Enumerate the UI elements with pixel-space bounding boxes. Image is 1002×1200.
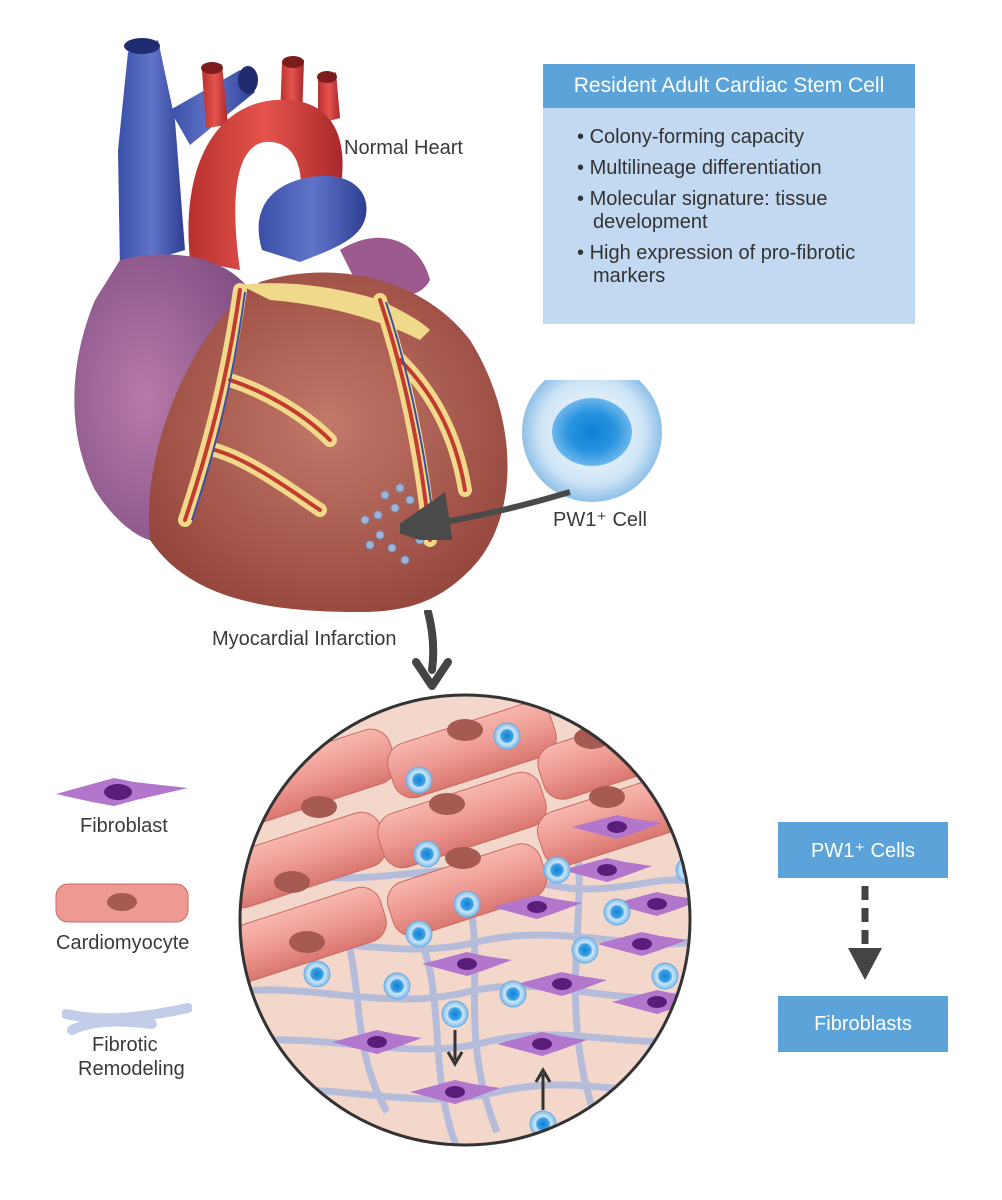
- fibroblast-legend-label: Fibroblast: [80, 815, 168, 837]
- list-item: Molecular signature: tissue development: [577, 188, 897, 234]
- down-arrow-icon: [412, 610, 452, 690]
- heart-illustration: [74, 38, 508, 612]
- pw1-cell-graphic: [400, 380, 662, 540]
- normal-heart-label: Normal Heart: [344, 137, 463, 159]
- fibrotic-remodeling-legend-icon: [62, 1003, 192, 1035]
- fibrotic-remodeling-label-line2: Remodeling: [78, 1058, 185, 1080]
- infarcted-tissue-circle: [238, 693, 692, 1147]
- cardiomyocyte-legend-icon: [55, 883, 189, 923]
- fibroblasts-box: Fibroblasts: [778, 996, 948, 1052]
- stem-cell-properties-list: Colony-forming capacity Multilineage dif…: [577, 126, 897, 296]
- list-item: High expression of pro-fibrotic markers: [577, 242, 897, 288]
- stem-cell-panel-title: Resident Adult Cardiac Stem Cell: [543, 64, 915, 108]
- fibrotic-remodeling-label-line1: Fibrotic: [92, 1034, 158, 1056]
- list-item: Colony-forming capacity: [577, 126, 897, 149]
- dashed-down-arrow-icon: [848, 886, 882, 980]
- stem-cell-panel: Resident Adult Cardiac Stem Cell Colony-…: [543, 64, 915, 324]
- myocardial-infarction-label: Myocardial Infarction: [212, 628, 397, 650]
- fibroblast-legend-icon: [56, 778, 188, 806]
- cardiomyocyte-legend-label: Cardiomyocyte: [56, 932, 190, 954]
- list-item: Multilineage differentiation: [577, 157, 897, 180]
- pw1-cells-box: PW1⁺ Cells: [778, 822, 948, 878]
- pw1-cell-label: PW1⁺ Cell: [553, 509, 647, 531]
